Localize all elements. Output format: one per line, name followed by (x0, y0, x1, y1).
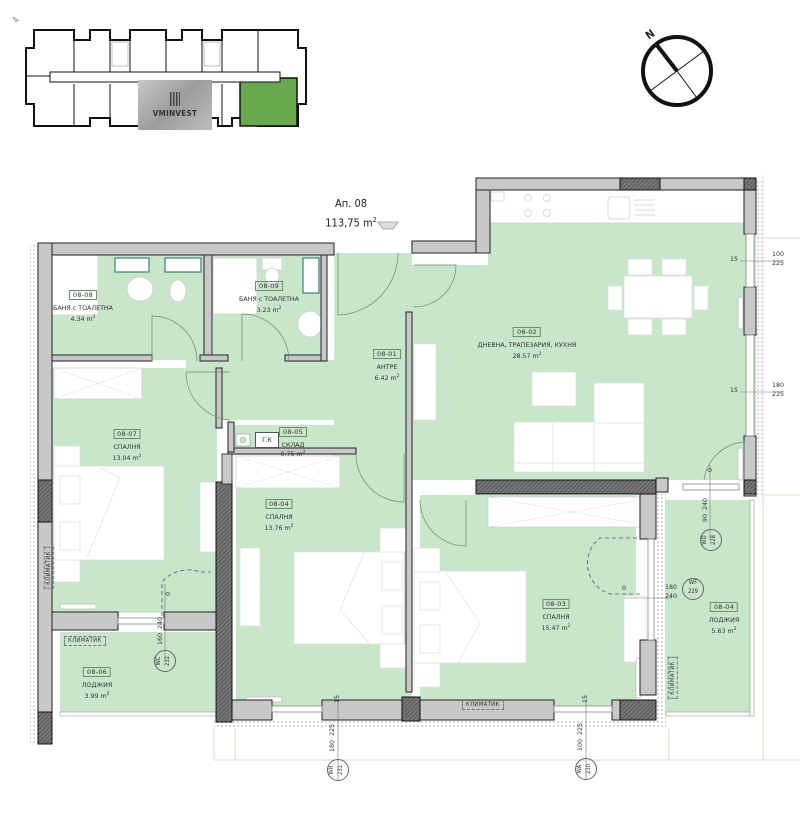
window-wa-height: 100 225 (577, 722, 584, 751)
kitchen-counter (488, 189, 746, 224)
apartment-title: Ап. 08 113,75 m2 (316, 195, 386, 232)
bath-fixtures (51, 254, 323, 338)
doors (151, 252, 745, 547)
tv-units (199, 343, 647, 663)
vminvest-logo: VMINVEST (138, 80, 212, 130)
dining-table (607, 258, 709, 336)
room-label-08-07: 08-07 СПАЛНЯ 13.04 m2 (112, 429, 142, 462)
dimension-lines (164, 260, 784, 780)
window-wa-sill: 15 (582, 694, 589, 703)
room-label-08-04-loggia: 08-04 ЛОДЖИЯ 5.63 m2 (708, 602, 740, 635)
window-wc-height: 160 240 (157, 616, 164, 645)
east-window-1-sill: 15 (730, 256, 739, 263)
room-label-08-04-bedroom: 08-04 СПАЛНЯ 13.76 m2 (264, 499, 294, 532)
sofa (513, 371, 645, 473)
room-label-08-05: 08-05 СКЛАД 0.75 m2 (279, 427, 307, 458)
ac-unit-bedroom-08-03: КЛИМАТИК (462, 700, 504, 710)
window-wd-sill: 0 (707, 467, 714, 472)
ac-unit-loggia-08-06: КЛИМАТИК (64, 636, 106, 646)
logo-text: VMINVEST (152, 109, 198, 118)
window-wd-height: 90 240 (702, 497, 709, 522)
east-window-2-sill: 15 (730, 387, 739, 394)
apartment-area: 113,75 m2 (325, 216, 377, 230)
balcony-doors (161, 537, 640, 616)
room-label-08-09: 08-09 БАНЯ с ТОАЛЕТНА 3.23 m2 (239, 281, 299, 314)
room-label-08-08: 08-08 БАНЯ с ТОАЛЕТНА 4.34 m2 (53, 290, 113, 323)
beds (53, 445, 527, 688)
window-wc-sill: 0 (165, 591, 172, 596)
room-label-08-01: 08-01 АНТРЕ 6.42 m2 (373, 349, 401, 382)
window-wh-sill: 15 (334, 694, 341, 703)
ac-unit-loggia-08-04: КЛИМАТИК (667, 657, 678, 699)
windows (117, 233, 755, 713)
room-label-08-03: 08-03 СПАЛНЯ 15.47 m2 (541, 599, 571, 632)
floor-areas (52, 190, 756, 715)
entry-arrow-icon (377, 221, 399, 230)
gas-meter-label: Г.К (255, 432, 279, 448)
room-label-08-02: 08-02 ДНЕВНА, ТРАПЕЗАРИЯ, КУХНЯ 28.57 m2 (477, 327, 577, 360)
ac-unit-bedroom-08-07: КЛИМАТИК (43, 547, 54, 589)
window-wh-height: 180 225 (329, 723, 336, 752)
window-wf-sill: 0 (622, 585, 627, 592)
apartment-number: Ап. 08 (334, 197, 368, 210)
columns (37, 177, 757, 745)
logo-mark-icon (170, 92, 180, 106)
room-label-08-06: 08-06 ЛОДЖИЯ 3.99 m2 (81, 667, 113, 700)
